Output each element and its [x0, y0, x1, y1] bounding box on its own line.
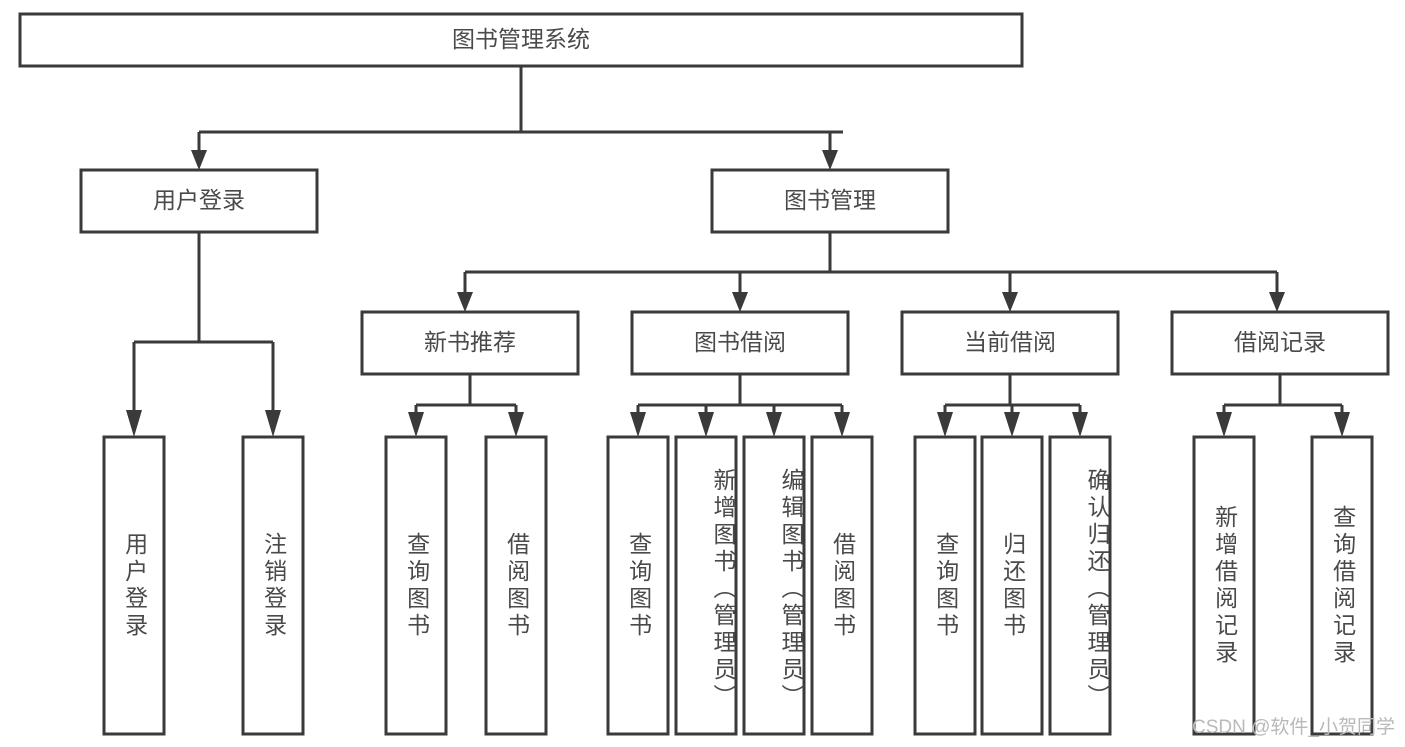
arrow-head-leaf-borrow-book-1 [508, 412, 524, 437]
node-book-borrow-label: 图书借阅 [694, 329, 786, 355]
node-new-book-rec[interactable]: 新书推荐 [360, 310, 580, 376]
edges-current-borrow-to-leaves [937, 374, 1088, 437]
arrow-head-leaf-add-record [1216, 412, 1232, 437]
leaf-box-return-book[interactable] [980, 435, 1044, 736]
leaf-box-user-login[interactable] [102, 435, 166, 736]
arrow-head-leaf-query-book-2 [630, 412, 646, 437]
arrow-head-leaf-borrow-book-2 [834, 412, 850, 437]
node-new-book-rec-box[interactable] [360, 310, 580, 376]
node-book-borrow[interactable]: 图书借阅 [630, 310, 850, 376]
leaf-box-borrow-book-2[interactable] [810, 435, 874, 736]
leaf-boxes [102, 435, 1374, 736]
arrow-head-leaf-query-book-3 [937, 412, 953, 437]
node-root-box[interactable] [18, 12, 1024, 68]
node-user-login-label: 用户登录 [153, 187, 245, 213]
leaf-box-add-book[interactable] [674, 435, 738, 736]
node-root[interactable]: 图书管理系统 [18, 12, 1024, 68]
leaf-box-query-record[interactable] [1310, 435, 1374, 736]
node-current-borrow[interactable]: 当前借阅 [900, 310, 1120, 376]
edges-new-book-rec-to-leaves [408, 374, 524, 437]
arrow-head-leaf-confirm-return [1072, 412, 1088, 437]
edges-book-manage-to-level3 [457, 232, 1285, 312]
edges-user-login-to-leaves [126, 232, 281, 437]
leaf-box-query-book-1[interactable] [384, 435, 448, 736]
node-borrow-record[interactable]: 借阅记录 [1170, 310, 1390, 376]
node-current-borrow-box[interactable] [900, 310, 1120, 376]
arrow-head-leaf-user-logout [265, 410, 281, 437]
arrow-head-leaf-add-book [698, 412, 714, 437]
leaf-box-user-logout[interactable] [241, 435, 305, 736]
node-new-book-rec-label: 新书推荐 [424, 329, 516, 355]
leaf-box-add-record[interactable] [1192, 435, 1256, 736]
leaf-box-confirm-return[interactable] [1048, 435, 1112, 736]
arrow-head-current-borrow [1002, 292, 1018, 312]
arrow-head-user-login [191, 150, 207, 170]
leaf-box-query-book-3[interactable] [913, 435, 977, 736]
arrow-head-leaf-edit-book [766, 412, 782, 437]
node-root-label: 图书管理系统 [452, 26, 590, 52]
leaf-box-borrow-book-1[interactable] [484, 435, 548, 736]
arrow-head-leaf-query-book-1 [408, 412, 424, 437]
arrow-head-book-borrow [732, 292, 748, 312]
edges-root-to-level2 [191, 66, 843, 170]
node-book-manage[interactable]: 图书管理 [710, 168, 950, 234]
node-borrow-record-box[interactable] [1170, 310, 1390, 376]
edges-book-borrow-to-leaves [630, 374, 850, 437]
arrow-head-leaf-query-record [1334, 412, 1350, 437]
node-borrow-record-label: 借阅记录 [1234, 329, 1326, 355]
node-user-login[interactable]: 用户登录 [79, 168, 319, 234]
node-user-login-box[interactable] [79, 168, 319, 234]
arrow-head-book-manage [822, 150, 838, 170]
arrow-head-borrow-record [1269, 292, 1285, 312]
node-book-borrow-box[interactable] [630, 310, 850, 376]
node-book-manage-box[interactable] [710, 168, 950, 234]
csdn-watermark: CSDN @软件_小贺同学 [1192, 717, 1395, 738]
arrow-head-leaf-user-login [126, 410, 142, 437]
arrow-head-new-book-rec [457, 292, 473, 312]
leaf-box-edit-book[interactable] [742, 435, 806, 736]
edges-borrow-record-to-leaves [1216, 374, 1350, 437]
leaf-box-query-book-2[interactable] [606, 435, 670, 736]
node-current-borrow-label: 当前借阅 [964, 329, 1056, 355]
arrow-head-leaf-return-book [1004, 412, 1020, 437]
node-book-manage-label: 图书管理 [784, 187, 876, 213]
